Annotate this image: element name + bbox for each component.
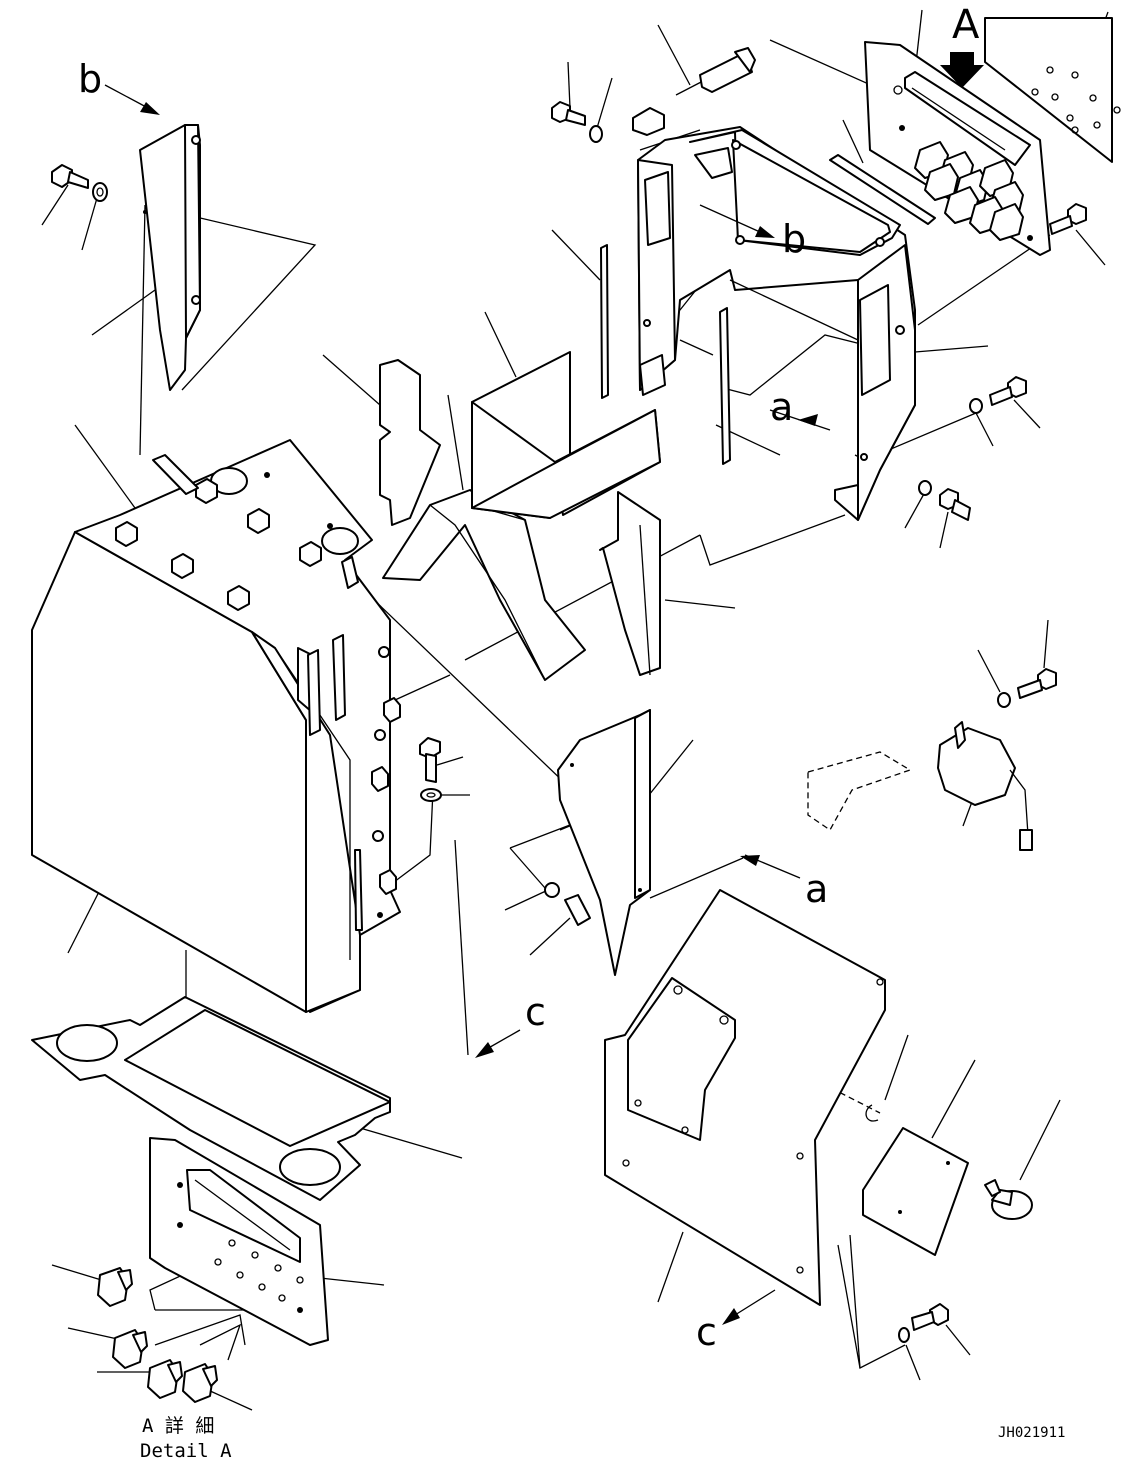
clip [865, 1104, 879, 1122]
toggle-switch-4 [182, 1363, 218, 1403]
detail-caption-en: Detail A [140, 1440, 232, 1462]
bolt-right-3 [939, 488, 971, 521]
toggle-switch-3 [147, 1359, 183, 1399]
side-plate [379, 359, 441, 526]
washer-right-4 [997, 692, 1011, 708]
arrow-a-right [769, 409, 831, 431]
arrow-c-right [722, 1289, 776, 1325]
seal-strip [829, 154, 936, 225]
toggle-switch-2 [112, 1329, 148, 1369]
switch-cluster [914, 141, 1024, 241]
washer-bottom-right [898, 1327, 910, 1343]
label-plate [984, 17, 1121, 163]
cable-connector [632, 47, 756, 136]
side-panel-b [139, 124, 201, 391]
arrow-c-left [475, 1029, 521, 1058]
bolt-top [551, 101, 586, 126]
detail-caption-jp: A 詳 細 [142, 1415, 214, 1437]
bolt-right-1 [1049, 203, 1087, 235]
drawing-code: JH021911 [998, 1425, 1065, 1441]
toggle-switch-1 [97, 1267, 133, 1307]
rubber-strip-2 [719, 307, 731, 465]
side-cover-c [604, 889, 886, 1306]
bolt-center [419, 737, 441, 783]
detail-marker-a: A [952, 2, 980, 48]
washer-cover [544, 882, 560, 898]
bracket-l [599, 491, 661, 676]
ref-label-b-left: b [78, 57, 102, 101]
bolt-right-4 [1017, 668, 1057, 699]
small-cover [862, 1127, 969, 1256]
ref-label-c-right: c [696, 1310, 717, 1354]
ref-label-a-bottom: a [805, 867, 828, 911]
ref-label-a-right: a [770, 385, 793, 429]
knob [984, 1179, 1033, 1220]
bolt-bottom-right [911, 1303, 949, 1331]
bolt-left [51, 164, 89, 189]
ref-label-b-right: b [782, 217, 806, 261]
arrow-b-left [104, 84, 160, 115]
washer-center [420, 788, 442, 802]
ref-label-c-left: c [525, 990, 546, 1034]
console-box [31, 439, 401, 1013]
side-cover-a [557, 709, 651, 976]
washer-left [92, 182, 108, 202]
rubber-strip-1 [600, 244, 609, 399]
arrow-b-right [699, 204, 775, 238]
horn-switch [807, 721, 1033, 851]
bolt-right-2 [989, 376, 1027, 406]
support-stand [382, 489, 586, 681]
arrow-a-bottom [740, 854, 801, 879]
bolt-cover [564, 894, 591, 926]
tray [471, 351, 661, 519]
detail-switch-panel [149, 1137, 329, 1346]
washer-right-2 [969, 398, 983, 414]
gasket [31, 996, 391, 1201]
rear-bracket-frame [637, 126, 916, 521]
arrow-detail-a [940, 52, 984, 88]
washer-right-3 [918, 480, 932, 496]
washer-top [589, 125, 603, 143]
